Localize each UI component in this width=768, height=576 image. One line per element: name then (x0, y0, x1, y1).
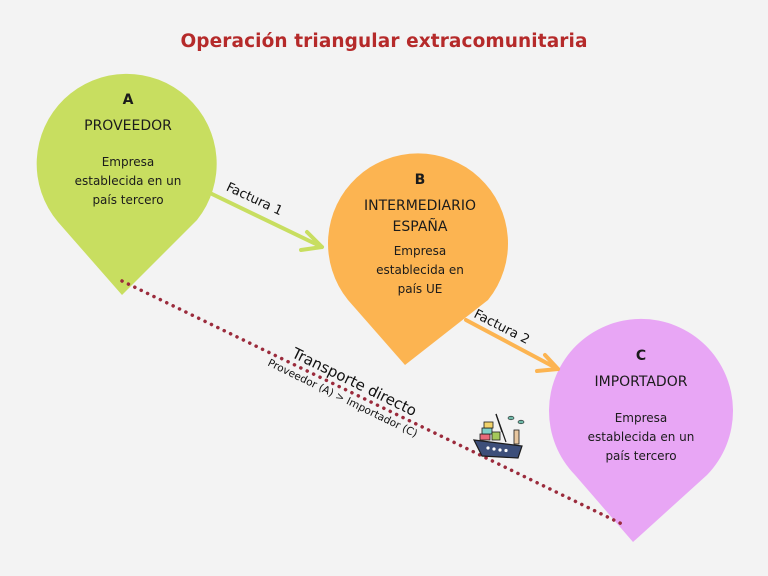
arrow-factura-1 (210, 192, 324, 252)
pin-a-shape (36, 73, 217, 296)
transport-dotted-line (120, 279, 624, 526)
node-c-letter: C (635, 348, 647, 364)
node-b-letter: B (414, 172, 426, 188)
node-c-role: IMPORTADOR (594, 374, 688, 390)
node-c-description: Empresa establecida en un país tercero (587, 411, 695, 463)
pin-c-shape (549, 318, 733, 542)
node-a-description: Empresa establecida en un país tercero (74, 155, 182, 207)
diagram-title: Operación triangular extracomunitaria (180, 31, 588, 52)
pin-b-shape (328, 153, 508, 365)
cargo-ship-icon (472, 413, 525, 459)
arrow-factura-2 (464, 318, 560, 373)
node-a-role: PROVEEDOR (84, 118, 172, 134)
node-b: B INTERMEDIARIO ESPAÑA Empresa estableci… (332, 172, 508, 299)
node-b-role: INTERMEDIARIO ESPAÑA (363, 198, 476, 235)
node-a-letter: A (122, 92, 134, 108)
node-b-description: Empresa establecida en país UE (376, 244, 464, 296)
node-a: A PROVEEDOR Empresa establecida en un pa… (40, 92, 216, 210)
node-c: C IMPORTADOR Empresa establecida en un p… (553, 348, 729, 466)
